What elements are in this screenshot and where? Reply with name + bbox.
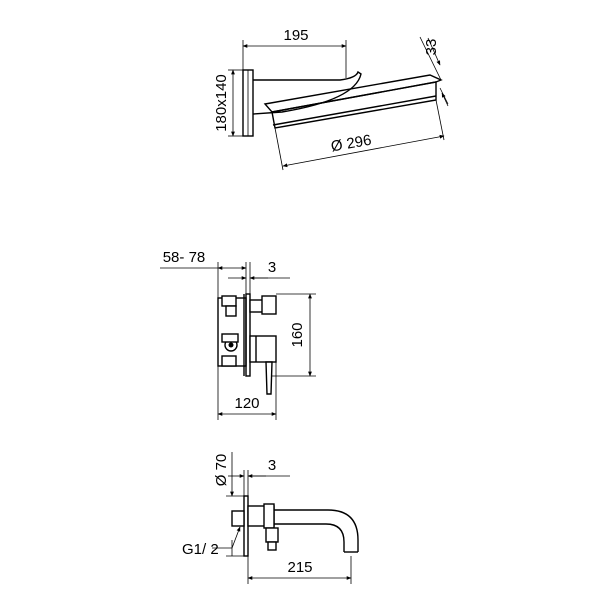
- mixer-wall-plate: [245, 293, 251, 377]
- dim-spout-plate-gap: 3: [268, 457, 276, 474]
- shower-head-top: [263, 74, 443, 113]
- dim-shower-plate: 180x140: [213, 74, 230, 132]
- mixer-lever: [265, 361, 273, 395]
- dim-spout-thread: G1/ 2: [182, 541, 219, 558]
- dim-mixer-height: 160: [289, 322, 306, 347]
- shower-head-drawing: 195 180x140 33 Ø 296: [213, 27, 449, 171]
- dim-mixer-depth: 58- 78: [163, 249, 206, 266]
- dim-shower-projection: 195: [283, 27, 308, 44]
- spout-connector: [231, 510, 245, 527]
- dim-mixer-width: 120: [234, 395, 259, 412]
- spout-pipe: [274, 509, 359, 552]
- dim-mixer-plate-gap: 3: [268, 259, 276, 276]
- shower-arm: [252, 70, 362, 115]
- dim-shower-thickness: 33: [423, 39, 440, 56]
- dim-spout-length: 215: [287, 559, 312, 576]
- dim-spout-diameter: Ø 70: [213, 454, 230, 487]
- dim-shower-diameter: Ø 296: [330, 132, 373, 156]
- spout-drawing: Ø 70 3 G1/ 2 215: [182, 452, 359, 584]
- mixer-cartridge: [249, 335, 277, 363]
- mixer-drawing: 58- 78 3 160 120: [160, 249, 316, 420]
